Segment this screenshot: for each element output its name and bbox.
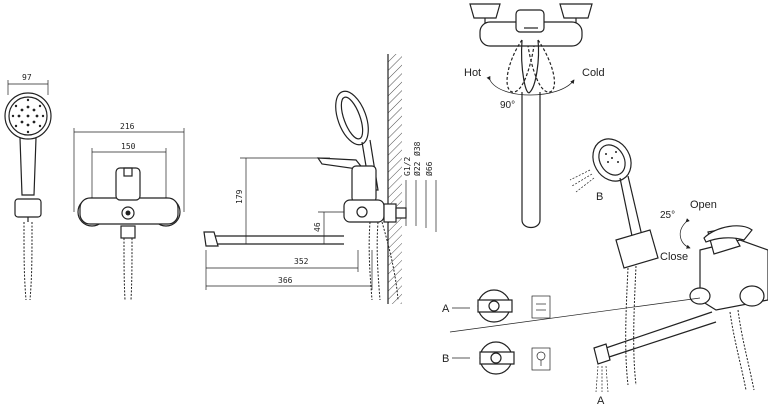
dim-handshower-width: 97 xyxy=(22,73,32,82)
hot-cold-top-view: Hot Cold 90° xyxy=(464,3,605,229)
dim-dia-22: Ø22 xyxy=(412,161,422,176)
dim-height-179: 179 xyxy=(235,189,244,204)
dim-thread: G1/2 xyxy=(403,157,412,176)
spray-nozzles xyxy=(11,98,45,134)
label-hot: Hot xyxy=(464,67,481,79)
label-mode-a: A xyxy=(442,303,450,315)
diverter-modes: A B xyxy=(442,289,551,375)
handshower-front-view: 97 xyxy=(4,73,52,301)
mixer-perspective-view: B Open Close 25° A xyxy=(449,138,768,407)
mixer-side-view: 179 46 352 366 G1/2 Ø22 Ø38 Ø66 xyxy=(203,54,437,304)
label-spout-a: A xyxy=(597,395,605,407)
dim-dia-66: Ø66 xyxy=(424,161,434,176)
label-mode-b: B xyxy=(442,353,449,365)
label-cold: Cold xyxy=(582,67,605,79)
label-angle-90: 90° xyxy=(500,100,515,111)
dim-spout-352: 352 xyxy=(294,257,309,266)
label-open: Open xyxy=(690,199,717,211)
dim-height-46: 46 xyxy=(313,222,322,232)
dim-body-width: 216 xyxy=(120,122,135,131)
label-shower-b: B xyxy=(596,191,603,203)
dim-spout-366: 366 xyxy=(278,276,293,285)
label-angle-25: 25° xyxy=(660,210,675,221)
dim-inlet-spacing: 150 xyxy=(121,142,136,151)
label-close: Close xyxy=(660,251,688,263)
dim-dia-38: Ø38 xyxy=(412,141,422,156)
mixer-front-view: 216 150 xyxy=(73,122,185,301)
